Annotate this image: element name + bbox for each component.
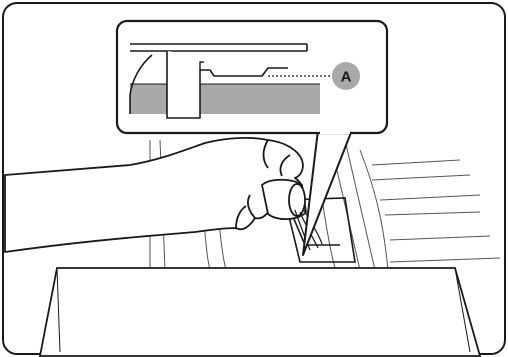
label-a-marker: A	[332, 62, 360, 90]
label-a-text: A	[341, 69, 352, 86]
callout-pointer	[303, 130, 352, 255]
measuring-cup	[262, 180, 306, 219]
hand-pouring	[5, 138, 303, 252]
drawer-front-panel	[40, 268, 480, 356]
liquid-level-fill	[130, 84, 320, 114]
